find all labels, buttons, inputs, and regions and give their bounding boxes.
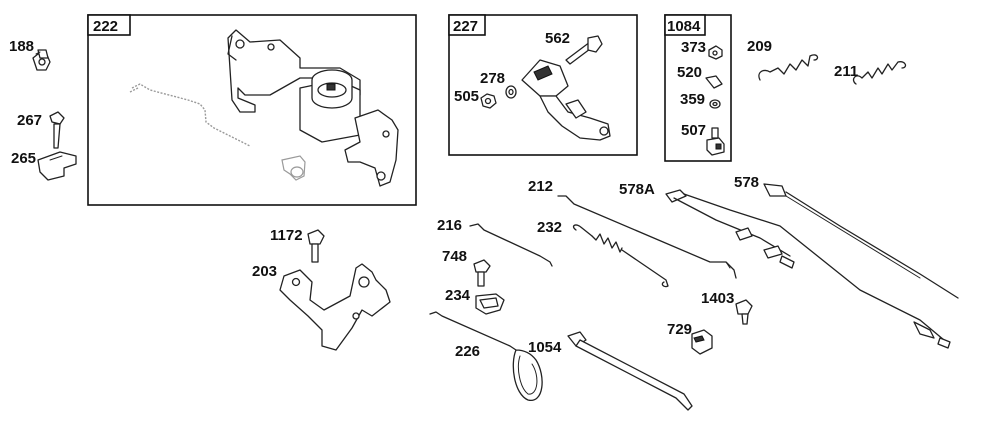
cable-clamp-729-icon bbox=[691, 329, 713, 355]
bolt-1403-icon bbox=[735, 299, 753, 325]
callout-1403[interactable]: 1403 bbox=[701, 290, 734, 307]
bolt-748-icon bbox=[473, 259, 491, 287]
kit-222-box: 222 bbox=[87, 14, 417, 206]
washer-359-icon bbox=[709, 99, 721, 109]
rod-226-icon bbox=[429, 311, 543, 401]
callout-212[interactable]: 212 bbox=[528, 178, 553, 195]
callout-278[interactable]: 278 bbox=[480, 70, 505, 87]
bracket-203-icon bbox=[279, 263, 391, 351]
callout-209[interactable]: 209 bbox=[747, 38, 772, 55]
spring-209-icon bbox=[758, 54, 819, 81]
callout-1172[interactable]: 1172 bbox=[270, 227, 303, 244]
callout-226[interactable]: 226 bbox=[455, 343, 480, 360]
callout-729[interactable]: 729 bbox=[667, 321, 692, 338]
kit-227-box: 227 bbox=[448, 14, 638, 156]
callout-232[interactable]: 232 bbox=[537, 219, 562, 236]
nut-icon bbox=[480, 93, 497, 109]
hex-screw-icon bbox=[32, 49, 51, 71]
callout-373[interactable]: 373 bbox=[681, 39, 706, 56]
spring-211-icon bbox=[852, 61, 907, 85]
kit-227-label: 227 bbox=[453, 18, 478, 35]
spring-232-icon bbox=[572, 224, 669, 288]
callout-562[interactable]: 562 bbox=[545, 30, 570, 47]
cable-tie-1054-icon bbox=[567, 331, 693, 411]
shoulder-bolt-icon bbox=[565, 35, 603, 65]
callout-labels: 188 267 265 562 278 505 373 520 359 507 … bbox=[9, 30, 858, 360]
callout-265[interactable]: 265 bbox=[11, 150, 36, 167]
callout-748[interactable]: 748 bbox=[442, 248, 467, 265]
link-rod-ghost-icon bbox=[129, 83, 251, 147]
governor-lever-icon bbox=[521, 59, 611, 141]
leader-lines bbox=[35, 51, 41, 55]
kit-222-label: 222 bbox=[93, 18, 118, 35]
callout-507[interactable]: 507 bbox=[681, 122, 706, 139]
callout-203[interactable]: 203 bbox=[252, 263, 277, 280]
bolt-1172-icon bbox=[307, 229, 325, 263]
callout-578[interactable]: 578 bbox=[734, 174, 759, 191]
callout-520[interactable]: 520 bbox=[677, 64, 702, 81]
callout-211[interactable]: 211 bbox=[834, 63, 858, 80]
callout-359[interactable]: 359 bbox=[680, 91, 705, 108]
washer-icon bbox=[505, 85, 517, 99]
switch-507-icon bbox=[706, 127, 725, 156]
rod-clip-ghost-icon bbox=[281, 155, 306, 181]
rod-216-icon bbox=[469, 223, 553, 267]
clip-520-icon bbox=[705, 75, 723, 89]
clamp-265-icon bbox=[37, 151, 77, 181]
bolt-267-icon bbox=[49, 111, 65, 149]
callout-505[interactable]: 505 bbox=[454, 88, 479, 105]
callout-267[interactable]: 267 bbox=[17, 112, 42, 129]
throttle-control-assembly-icon bbox=[227, 29, 399, 187]
kit-1084-box: 1084 bbox=[664, 14, 732, 162]
callout-216[interactable]: 216 bbox=[437, 217, 462, 234]
callout-188[interactable]: 188 bbox=[9, 38, 34, 55]
cable-578-icon bbox=[763, 183, 959, 299]
rod-212-icon bbox=[557, 195, 737, 279]
callout-1054[interactable]: 1054 bbox=[528, 339, 562, 356]
kit-1084-label: 1084 bbox=[667, 18, 701, 35]
throttle-cable-578A-icon bbox=[665, 189, 951, 349]
nut-373-icon bbox=[708, 45, 723, 60]
callout-234[interactable]: 234 bbox=[445, 287, 471, 304]
callout-578A[interactable]: 578A bbox=[619, 181, 655, 198]
clip-234-icon bbox=[475, 293, 505, 315]
